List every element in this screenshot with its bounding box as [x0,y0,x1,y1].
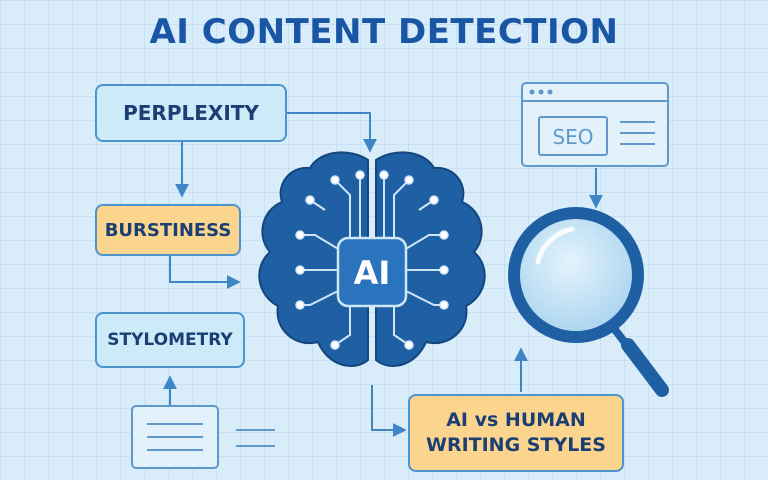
burstiness-label: BURSTINESS [104,219,232,241]
ai-vs-human-box: AI vs HUMAN WRITING STYLES [408,394,624,472]
burstiness-box: BURSTINESS [95,204,241,256]
brain-ai-label: AI [354,254,391,292]
stylometry-box: STYLOMETRY [95,312,245,368]
stylometry-label: STYLOMETRY [107,330,233,350]
arrow-burstiness-to-brain [169,256,241,289]
browser-seo-label: SEO [552,125,593,149]
magnifying-glass-icon [508,207,669,397]
browser-window-icon [521,82,669,167]
page-title: AI CONTENT DETECTION [149,12,619,52]
perplexity-label: PERPLEXITY [123,101,259,125]
ai-vs-human-line2: WRITING STYLES [426,434,606,456]
arrow-brain-to-aivshuman [371,385,407,437]
arrow-perplexity-to-brain [287,112,377,153]
brain-circuit-icon [258,151,486,367]
document-icon [131,405,275,469]
ai-vs-human-line1: AI vs HUMAN [446,409,586,432]
perplexity-box: PERPLEXITY [95,84,287,142]
